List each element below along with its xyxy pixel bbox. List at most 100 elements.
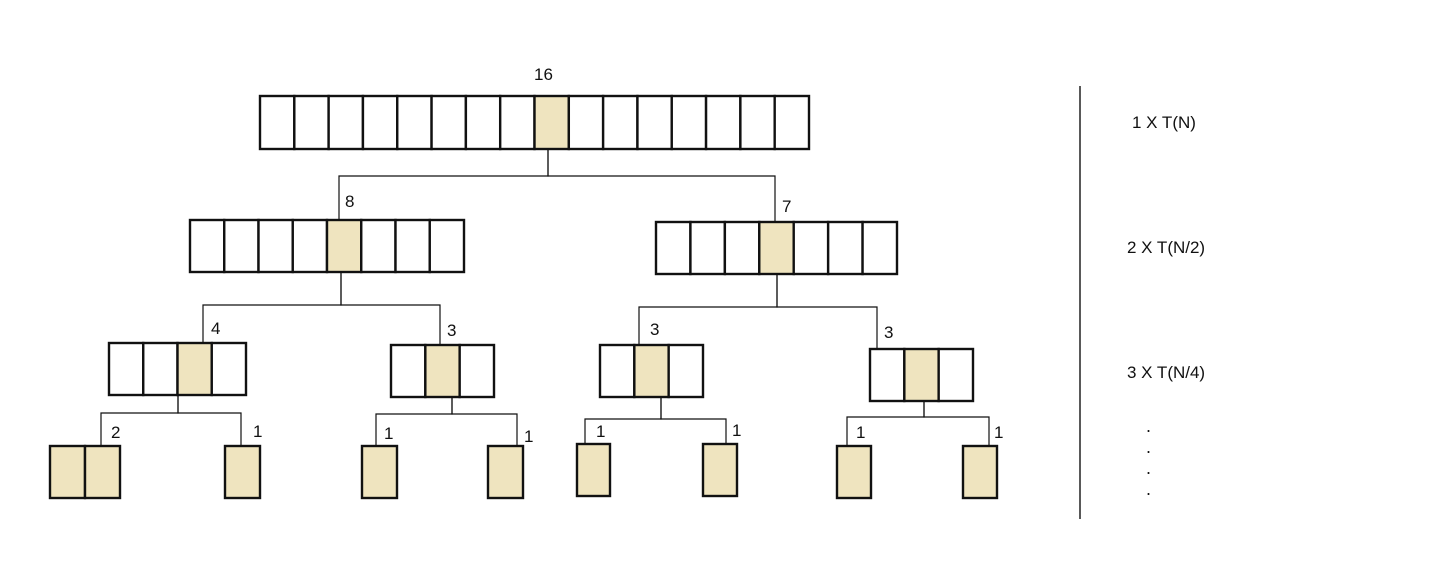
node-size-label: 3 xyxy=(650,320,659,339)
array-cell xyxy=(601,94,639,151)
pivot-cell xyxy=(835,444,873,500)
pivot-cell xyxy=(325,218,363,274)
array-cell xyxy=(389,343,427,399)
node-size-label: 1 xyxy=(253,422,262,441)
array-cell xyxy=(430,94,468,151)
array-cell xyxy=(257,218,294,274)
array-cell xyxy=(739,94,776,151)
array-node: 1 xyxy=(835,423,873,500)
array-node: 3 xyxy=(868,323,975,403)
tree-edge xyxy=(547,149,776,222)
continuation-dot: . xyxy=(1146,437,1151,457)
level-label-2: 2 X T(N/2) xyxy=(1127,238,1205,257)
array-cell xyxy=(670,94,708,151)
tree-edges xyxy=(100,149,990,446)
array-cell xyxy=(868,347,906,403)
array-node: 16 xyxy=(258,65,811,151)
node-size-label: 4 xyxy=(211,319,220,338)
array-cell xyxy=(723,220,761,276)
node-size-label: 1 xyxy=(994,423,1003,442)
array-cell xyxy=(107,341,145,397)
array-cell xyxy=(223,218,260,274)
array-cell xyxy=(861,220,899,276)
array-node: 4 xyxy=(107,319,248,397)
array-cell xyxy=(394,218,431,274)
node-size-label: 7 xyxy=(782,197,791,216)
pivot-cell xyxy=(903,347,940,403)
pivot-cell xyxy=(223,444,262,500)
pivot-cell xyxy=(961,444,999,500)
pivot-cell xyxy=(758,220,795,276)
continuation-dot: . xyxy=(1146,479,1151,499)
pivot-cell xyxy=(176,341,213,397)
tree-edge xyxy=(923,401,990,446)
level-label-3: 3 X T(N/4) xyxy=(1127,363,1205,382)
tree-edge xyxy=(202,272,342,343)
array-cell xyxy=(327,94,365,151)
array-node: 1 xyxy=(486,427,533,500)
continuation-dot: . xyxy=(1146,416,1151,436)
array-node: 2 xyxy=(48,423,122,500)
continuation-dot: . xyxy=(1146,458,1151,478)
array-node: 1 xyxy=(360,424,399,500)
pivot-cell xyxy=(486,444,525,500)
array-node: 1 xyxy=(701,421,741,498)
array-node: 1 xyxy=(961,423,1003,500)
array-cell xyxy=(598,343,636,399)
array-cell xyxy=(458,343,496,399)
pivot-cell xyxy=(633,343,670,399)
tree-edge xyxy=(338,149,549,220)
tree-edge xyxy=(660,397,727,444)
node-size-label: 8 xyxy=(345,192,354,211)
pivot-cell xyxy=(575,442,612,498)
array-cell xyxy=(689,220,727,276)
node-size-label: 3 xyxy=(447,321,456,340)
array-node: 7 xyxy=(654,197,899,276)
array-node: 1 xyxy=(575,422,612,498)
node-size-label: 3 xyxy=(884,323,893,342)
node-size-label: 16 xyxy=(534,65,553,84)
tree-edge xyxy=(177,395,242,446)
array-cell xyxy=(773,94,811,151)
array-cell xyxy=(667,343,705,399)
array-cell xyxy=(291,218,329,274)
tree-edge xyxy=(638,274,778,345)
tree-nodes: 16 8 7 4 3 3 3 2 1 1 1 1 1 1 1 xyxy=(48,65,1003,500)
array-cell xyxy=(360,218,397,274)
array-cell xyxy=(464,94,502,151)
pivot-cell xyxy=(83,444,122,500)
array-cell xyxy=(792,220,830,276)
array-cell xyxy=(636,94,673,151)
array-cell xyxy=(428,218,466,274)
node-size-label: 2 xyxy=(111,423,120,442)
node-size-label: 1 xyxy=(732,421,741,440)
array-node: 3 xyxy=(389,321,496,399)
array-cell xyxy=(704,94,742,151)
array-node: 3 xyxy=(598,320,705,399)
pivot-cell xyxy=(48,444,87,500)
array-cell xyxy=(654,220,692,276)
array-cell xyxy=(361,94,399,151)
pivot-cell xyxy=(360,444,399,500)
node-size-label: 1 xyxy=(596,422,605,441)
array-cell xyxy=(293,94,330,151)
array-cell xyxy=(567,94,605,151)
array-cell xyxy=(396,94,433,151)
node-size-label: 1 xyxy=(856,423,865,442)
array-cell xyxy=(937,347,975,403)
tree-edge xyxy=(776,274,878,349)
pivot-cell xyxy=(701,442,739,498)
array-node: 1 xyxy=(223,422,262,500)
array-cell xyxy=(142,341,179,397)
array-cell xyxy=(188,218,226,274)
array-cell xyxy=(498,94,536,151)
pivot-cell xyxy=(424,343,461,399)
array-node: 8 xyxy=(188,192,466,274)
pivot-cell xyxy=(533,94,571,151)
node-size-label: 1 xyxy=(384,424,393,443)
array-cell xyxy=(258,94,296,151)
level-label-1: 1 X T(N) xyxy=(1132,113,1196,132)
tree-edge xyxy=(340,272,441,345)
tree-edge xyxy=(451,397,518,446)
